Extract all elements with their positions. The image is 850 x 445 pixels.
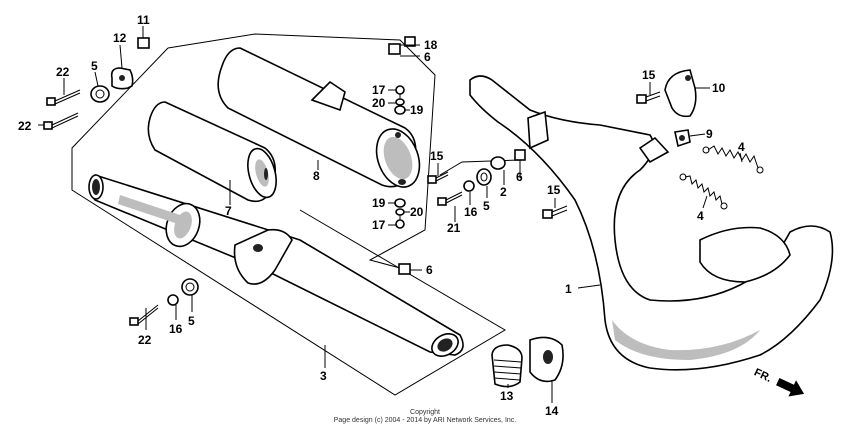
joint-collar bbox=[529, 336, 564, 383]
nut-6-bottom bbox=[398, 263, 411, 275]
copyright-title: Copyright bbox=[410, 409, 440, 416]
screw-17-lower bbox=[395, 214, 405, 229]
callout-9: 9 bbox=[706, 127, 713, 141]
washer-20-upper bbox=[395, 98, 405, 106]
washer-16-center bbox=[463, 180, 475, 192]
bolt-22-lower bbox=[43, 112, 79, 130]
assembly-frame-left bbox=[71, 47, 506, 396]
washer-20-lower bbox=[395, 208, 405, 216]
callout-19-upper: 19 bbox=[410, 103, 424, 117]
nut-6-top bbox=[388, 43, 401, 55]
callout-17-upper: 17 bbox=[372, 83, 386, 97]
bolt-15-upper bbox=[636, 91, 661, 104]
spring-upper bbox=[702, 145, 764, 174]
callout-4-lower: 4 bbox=[697, 209, 704, 223]
callout-16-center: 16 bbox=[464, 205, 478, 219]
svg-text:FR.: FR. bbox=[752, 367, 773, 385]
bolt-15-center bbox=[427, 171, 449, 184]
arrow-right-icon bbox=[776, 377, 805, 397]
callout-20-upper: 20 bbox=[372, 96, 386, 110]
front-direction-arrow: FR. bbox=[752, 367, 805, 397]
assembly-frame-center bbox=[167, 33, 436, 269]
callout-18: 18 bbox=[424, 38, 438, 52]
muffler-packing bbox=[147, 101, 277, 203]
callout-19-lower: 19 bbox=[372, 196, 386, 210]
leader-lines bbox=[38, 26, 743, 403]
callout-6-right: 6 bbox=[516, 170, 523, 184]
callout-5-center: 5 bbox=[483, 199, 490, 213]
spring-lower bbox=[679, 173, 728, 210]
copyright-notice: Copyright Page design (c) 2004 - 2014 by… bbox=[0, 409, 850, 425]
clip bbox=[674, 129, 691, 148]
exhaust-gasket bbox=[491, 344, 523, 388]
washer-19-upper bbox=[394, 105, 406, 115]
washer-19-lower bbox=[394, 198, 406, 208]
plate-2 bbox=[490, 156, 506, 170]
muffler bbox=[217, 47, 421, 188]
callout-15-lower: 15 bbox=[547, 183, 561, 197]
callout-11: 11 bbox=[137, 13, 150, 27]
collar-5-center bbox=[476, 168, 492, 186]
callout-15-center: 15 bbox=[430, 149, 444, 163]
nut-6-right bbox=[514, 149, 526, 161]
callout-20-lower: 20 bbox=[410, 205, 424, 219]
muffler-bracket bbox=[110, 67, 134, 90]
collar-5-upper bbox=[90, 85, 110, 103]
callout-14: 14 bbox=[545, 404, 559, 418]
nut-18 bbox=[404, 36, 416, 47]
bolt-15-lower bbox=[542, 205, 568, 219]
callout-12: 12 bbox=[113, 31, 127, 45]
callout-16-lower: 16 bbox=[169, 322, 183, 336]
callout-5-upper: 5 bbox=[91, 59, 98, 73]
collar-5-lower bbox=[181, 278, 199, 296]
callout-8: 8 bbox=[313, 169, 320, 183]
callout-3: 3 bbox=[320, 369, 327, 383]
callout-7: 7 bbox=[225, 204, 232, 218]
washer-16-lower bbox=[167, 294, 179, 306]
nut-11 bbox=[137, 37, 150, 49]
callout-22-left: 22 bbox=[18, 119, 32, 133]
expansion-chamber bbox=[469, 75, 834, 371]
callout-15-upper: 15 bbox=[642, 68, 656, 82]
callout-22-bottom: 22 bbox=[138, 333, 152, 347]
callout-10: 10 bbox=[712, 81, 726, 95]
callout-6-bottom: 6 bbox=[426, 263, 433, 277]
callout-13: 13 bbox=[500, 389, 514, 403]
bolt-21 bbox=[437, 191, 463, 206]
callout-6-top: 6 bbox=[424, 50, 431, 64]
callout-22-top: 22 bbox=[56, 65, 70, 79]
bolt-22-bottom bbox=[129, 304, 159, 326]
callout-2: 2 bbox=[500, 185, 507, 199]
callout-4-upper: 4 bbox=[738, 140, 745, 154]
stay-bracket bbox=[664, 69, 697, 118]
copyright-text: Page design (c) 2004 - 2014 by ARI Netwo… bbox=[333, 417, 517, 424]
silencer-tail-pipe bbox=[88, 174, 464, 357]
callout-21: 21 bbox=[447, 221, 461, 235]
callout-17-lower: 17 bbox=[372, 218, 386, 232]
callout-5-lower: 5 bbox=[188, 314, 195, 328]
bolt-22-upper bbox=[46, 89, 81, 106]
callout-1: 1 bbox=[565, 282, 572, 296]
